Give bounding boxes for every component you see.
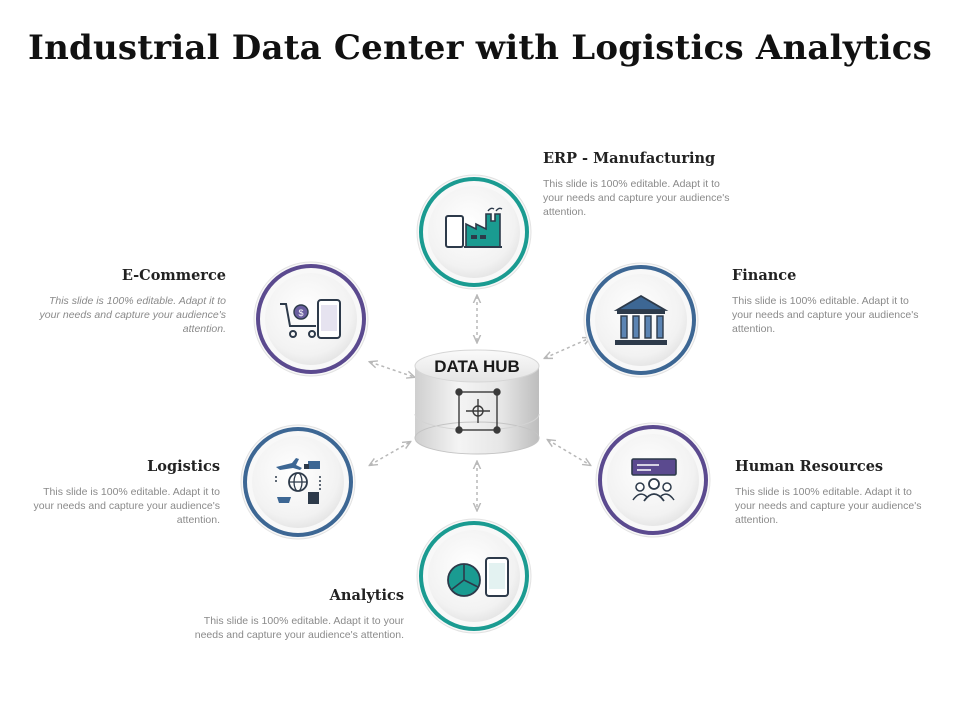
data-hub: DATA HUB [414, 349, 540, 455]
analytics-text: Analytics This slide is 100% editable. A… [194, 587, 404, 642]
node-erp[interactable] [416, 174, 532, 290]
arrow-finance [545, 338, 590, 358]
ecommerce-title: E-Commerce [121, 267, 226, 284]
network-icon [455, 388, 501, 434]
factory-icon [445, 207, 503, 248]
globe-transport-icon [275, 458, 321, 504]
logistics-title: Logistics [147, 458, 220, 475]
node-analytics[interactable] [416, 518, 532, 634]
logistics-text: Logistics This slide is 100% editable. A… [30, 458, 220, 527]
arrow-logistics [370, 442, 410, 465]
finance-title: Finance [732, 267, 797, 284]
hub-label: DATA HUB [434, 357, 520, 376]
analytics-desc: This slide is 100% editable. Adapt it to… [194, 615, 404, 641]
erp-title: ERP - Manufacturing [543, 150, 716, 167]
node-finance[interactable] [583, 262, 699, 378]
bank-icon [613, 294, 669, 345]
finance-text: Finance This slide is 100% editable. Ada… [732, 267, 922, 336]
connector-arrows [370, 296, 590, 510]
hr-desc: This slide is 100% editable. Adapt it to… [735, 486, 922, 526]
page-title: Industrial Data Center with Logistics An… [28, 28, 932, 68]
ecommerce-desc: This slide is 100% editable. Adapt it to… [39, 295, 226, 335]
analytics-title: Analytics [329, 587, 404, 604]
hr-title: Human Resources [735, 458, 884, 475]
node-ecommerce[interactable]: $ [253, 261, 369, 377]
arrow-hr [548, 440, 590, 465]
erp-text: ERP - Manufacturing This slide is 100% e… [543, 150, 743, 219]
arrow-ecommerce [370, 362, 414, 377]
erp-desc: This slide is 100% editable. Adapt it to… [543, 178, 730, 218]
shopping-cart-icon: $ [280, 299, 341, 339]
hr-text: Human Resources This slide is 100% edita… [735, 458, 925, 527]
people-presentation-icon [631, 458, 677, 502]
logistics-desc: This slide is 100% editable. Adapt it to… [33, 486, 220, 526]
node-hr[interactable] [595, 422, 711, 538]
svg-text:$: $ [298, 308, 303, 318]
ecommerce-text: E-Commerce This slide is 100% editable. … [36, 267, 226, 336]
finance-desc: This slide is 100% editable. Adapt it to… [732, 295, 919, 335]
node-logistics[interactable] [240, 424, 356, 540]
pie-chart-phone-icon [447, 557, 509, 597]
